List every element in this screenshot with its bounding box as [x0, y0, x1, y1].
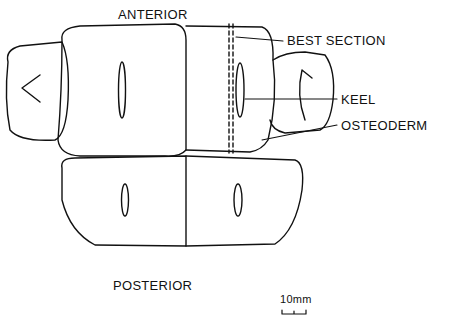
leader-line — [262, 125, 337, 140]
leader-line — [236, 37, 283, 41]
osteoderm-mark — [300, 70, 312, 120]
osteoderm-outline — [62, 156, 186, 246]
keel-mark — [122, 184, 129, 216]
section-line — [232, 24, 233, 153]
section-line — [228, 24, 229, 153]
part-label: OSTEODERM — [341, 119, 427, 132]
osteoderm-outline — [58, 24, 186, 156]
osteoderm-mark — [22, 75, 40, 102]
keel-mark — [234, 184, 242, 216]
scale-label: 10mm — [280, 294, 312, 305]
part-label: BEST SECTION — [287, 34, 386, 47]
leader-line — [245, 98, 337, 99]
keel-mark — [236, 63, 244, 117]
osteoderm-outline — [186, 26, 275, 152]
osteoderm-outline — [270, 52, 334, 133]
scale-bar — [282, 310, 306, 314]
orientation-label: ANTERIOR — [118, 8, 188, 21]
keel-mark — [119, 62, 126, 118]
osteoderm-outline — [186, 156, 303, 246]
orientation-label: POSTERIOR — [113, 279, 192, 292]
part-label: KEEL — [341, 93, 375, 106]
